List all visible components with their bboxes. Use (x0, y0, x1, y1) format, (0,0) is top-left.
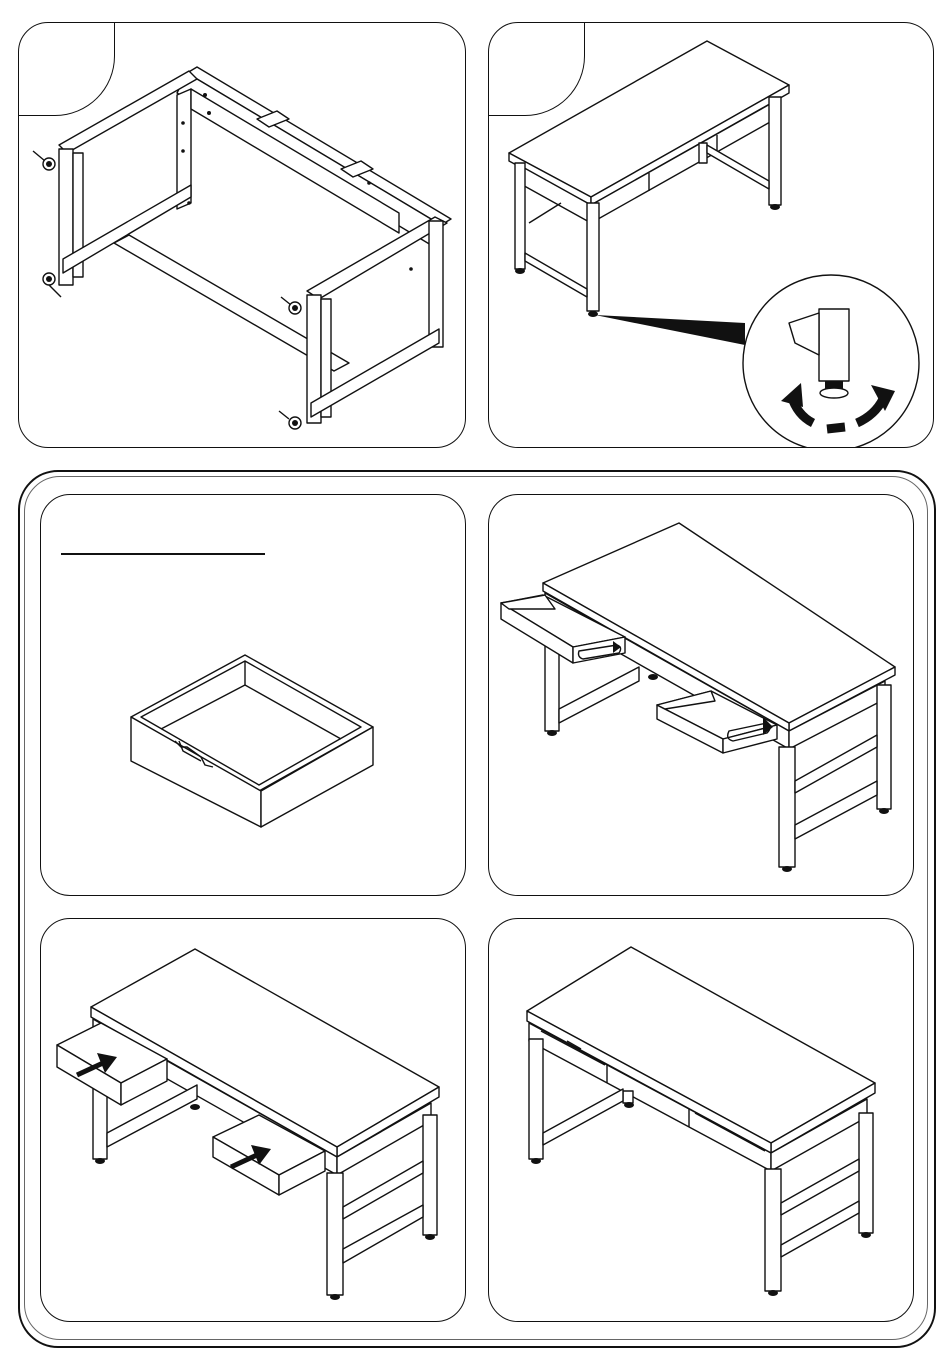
desk-insert-drawers-diagram (41, 919, 465, 1321)
leg-back-right (877, 685, 891, 809)
panel-finished-desk (488, 918, 914, 1322)
leg-back-right (859, 1113, 873, 1233)
lower-rail-left (525, 253, 587, 297)
leg-front-left (515, 163, 525, 269)
leveling-glide-icon (33, 151, 55, 170)
leg-front-right (587, 203, 599, 311)
desk-complete-diagram (489, 919, 913, 1321)
right-leg-back (429, 221, 443, 347)
panel-attach-glides (18, 22, 466, 448)
leg-back-right (769, 97, 781, 205)
panel-drawers-removed (488, 494, 914, 896)
leveling-glide-icon (281, 297, 301, 314)
leg-front-right (779, 747, 795, 867)
leg-front-right (765, 1169, 781, 1291)
desk-upright-diagram (489, 23, 933, 447)
right-top-rail (307, 217, 447, 299)
panel-adjust-glides (488, 22, 934, 448)
closeup-leg (819, 309, 849, 381)
drawer-box-diagram (41, 495, 465, 895)
leg-front-left (545, 645, 559, 731)
desk-drawers-out-diagram (489, 495, 913, 895)
leg-back-right (423, 1115, 437, 1235)
leg-front-right (327, 1173, 343, 1295)
leg-front-left (529, 1039, 543, 1159)
panel-insert-drawers (40, 918, 466, 1322)
panel-drawer (40, 494, 466, 896)
leveling-glide-icon (279, 411, 301, 429)
magnifier-callout-icon (595, 315, 745, 345)
frame-inverted-diagram (19, 23, 465, 447)
